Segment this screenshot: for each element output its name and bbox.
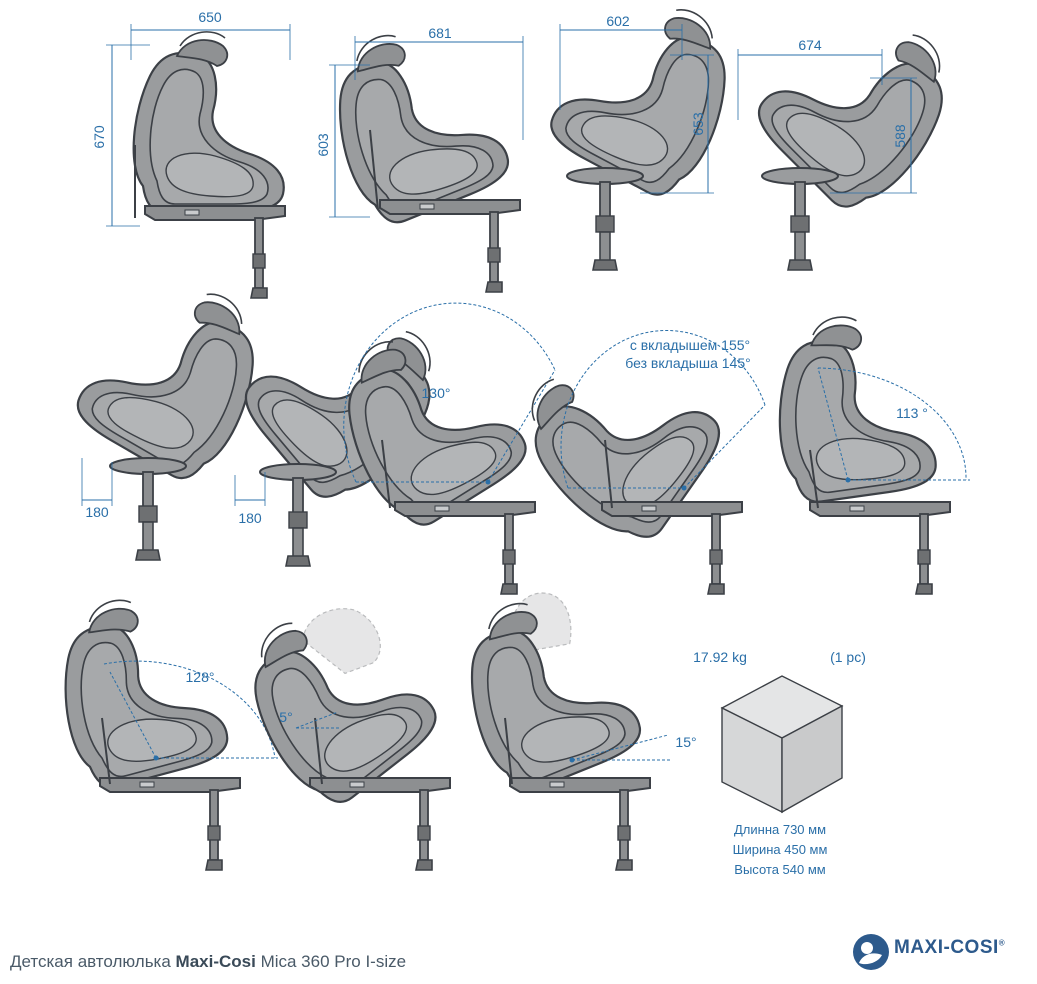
caption-prefix: Детская автолюлька: [10, 952, 176, 971]
fig8-angle-with-insert: с вкладышем 155°: [630, 337, 750, 353]
maxi-cosi-logo: MAXI-COSI®: [852, 930, 1032, 974]
package-weight: 17.92 kg: [693, 649, 747, 665]
fig12-angle-label: 15°: [675, 734, 696, 750]
figure-7-rear-130: [311, 302, 556, 595]
package-length: Длинна 730 мм: [733, 822, 827, 837]
package-box-icon: [720, 675, 844, 814]
fig6-offset-label: 180: [238, 510, 262, 526]
fig2-width-label: 681: [428, 25, 452, 41]
package-count: (1 pc): [830, 649, 866, 665]
fig2-height-label: 603: [315, 133, 331, 157]
figure-5-forward-offset: [67, 258, 290, 561]
figure-9-rear-113: [764, 305, 970, 595]
caption-model: Mica 360 Pro I-size: [255, 952, 407, 971]
fig1-width-label: 650: [198, 9, 222, 25]
figure-2-reclined-rear: [307, 7, 524, 293]
fig9-angle-label: 113 °: [896, 405, 928, 421]
figure-12-tilt-15: [439, 575, 672, 871]
package-dimensions: Длинна 730 мм Ширина 450 мм Высота 540 м…: [700, 820, 860, 880]
figure-4-forward-reclined: [737, 0, 983, 271]
fig3-height-label: 653: [690, 112, 706, 136]
fig7-angle-label: 130°: [422, 385, 451, 401]
logo-wordmark: MAXI-COSI: [894, 937, 999, 958]
fig11-angle-label: 5°: [279, 709, 292, 725]
fig3-width-label: 602: [606, 13, 630, 29]
figure-6-forward-reclined-offset: [233, 281, 471, 567]
fig8-angle-without-insert: без вкладыша 145°: [625, 355, 750, 371]
fig4-height-label: 588: [892, 124, 908, 148]
brand-emblem-icon: [853, 934, 889, 970]
figure-10-rear-128: [39, 580, 278, 871]
figure-1-upright-rear: [106, 24, 291, 299]
caption-brand: Maxi-Cosi: [175, 952, 256, 971]
package-height: Высота 540 мм: [734, 862, 826, 877]
figure-3-forward-upright: [541, 0, 761, 271]
logo-registered: ®: [998, 938, 1006, 948]
figure-8-rear-155: [495, 326, 766, 595]
fig5-offset-label: 180: [85, 504, 109, 520]
fig10-angle-label: 128°: [186, 669, 215, 685]
fig4-width-label: 674: [798, 37, 822, 53]
fig1-height-label: 670: [91, 125, 107, 149]
package-width: Ширина 450 мм: [732, 842, 828, 857]
figure-11-tilt-5: [215, 581, 451, 871]
product-caption: Детская автолюлька Maxi-Cosi Mica 360 Pr…: [10, 952, 406, 972]
